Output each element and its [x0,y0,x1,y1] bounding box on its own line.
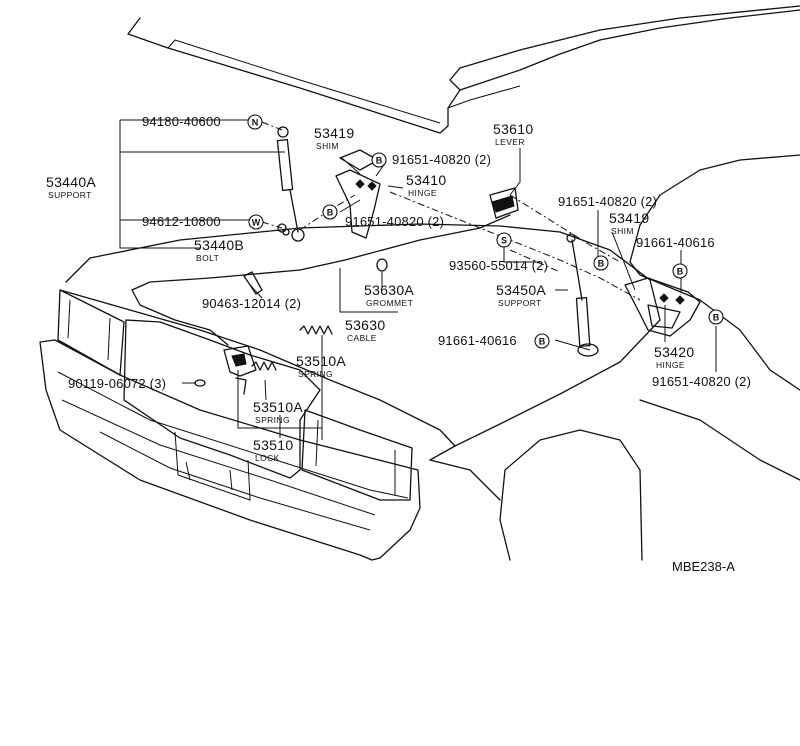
leader-cable [339,268,398,313]
release-lever [489,187,519,219]
hood-panel-inner-edge [167,39,441,124]
grille-outline [123,319,321,479]
label-53440B: 53440B [194,237,245,253]
label-94612-10800: 94612-10800 [142,214,221,229]
leader-lock [264,379,281,438]
svg-text:B: B [677,267,684,277]
label-53510A-upper-spring: SPRING [298,369,333,379]
label-53510A-lower: 53510A [253,399,304,415]
left-headlight [57,289,125,376]
leader-53440A-group [119,152,250,249]
symbol-b-bolt-4: B [672,263,688,279]
svg-text:B: B [376,156,383,166]
label-53440B-bolt: BOLT [196,253,220,263]
right-headlight [301,409,413,501]
release-cable [131,214,511,346]
symbol-b-bolt-1: B [371,152,387,168]
bumper-line-3 [99,431,371,531]
spring-lower [251,361,277,371]
license-plate-area [174,431,251,501]
leader-93560-dash [509,249,561,273]
label-91651-40820-b: 91651-40820 (2) [345,214,445,229]
label-53610: 53610 [493,121,534,137]
label-53410: 53410 [406,172,447,188]
label-53630-cable: CABLE [347,333,377,343]
wheel-arch [499,429,643,561]
label-53630A-grommet: GROMMET [366,298,414,308]
symbol-n-washer: N [247,114,263,130]
label-53450A: 53450A [496,282,547,298]
symbol-s-screw: S [496,232,512,248]
svg-text:B: B [539,337,546,347]
spring-upper [299,325,333,335]
hood-front-lip [59,257,456,447]
label-53419-right-shim: SHIM [611,226,634,236]
svg-text:B: B [598,259,605,269]
label-53419-left-shim: SHIM [316,141,339,151]
label-53420-hinge: HINGE [656,360,685,370]
label-53630: 53630 [345,317,386,333]
label-53410-hinge: HINGE [408,188,437,198]
svg-text:W: W [252,218,261,228]
label-94180-40600: 94180-40600 [142,114,221,129]
hood-lock [223,345,257,395]
support-strut-right [566,233,599,357]
label-53510A-lower-spring: SPRING [255,415,290,425]
svg-text:N: N [252,118,259,128]
label-53419-left: 53419 [314,125,355,141]
label-53510: 53510 [253,437,294,453]
svg-text:B: B [327,208,334,218]
hinge-right [624,277,701,337]
left-headlight-inner [67,299,111,361]
leader-lever [509,148,521,196]
label-53440A: 53440A [46,174,97,190]
label-53610-lever: LEVER [495,137,525,147]
label-91651-40820-d: 91651-40820 (2) [652,374,752,389]
hood-crease [447,85,521,109]
hood-panel-outline [127,9,800,134]
label-93560-55014: 93560-55014 (2) [449,258,549,273]
label-90119-06072: 90119-06072 (3) [68,376,167,391]
label-91661-40616-a: 91661-40616 [636,235,715,250]
right-headlight-inner [315,419,396,495]
label-91661-40616-b: 91661-40616 [438,333,517,348]
fender-outline [629,154,800,391]
label-90463-12014: 90463-12014 (2) [202,296,302,311]
label-53419-right: 53419 [609,210,650,226]
bumper-line-2 [61,399,376,516]
support-strut-left [276,126,305,242]
label-53450A-support: SUPPORT [498,298,542,308]
bumper-line-1 [57,371,409,499]
svg-text:S: S [501,236,507,246]
label-53630A: 53630A [364,282,415,298]
front-bumper [39,339,421,561]
diagram-code: MBE238-A [672,559,735,574]
label-53440A-support: SUPPORT [48,190,92,200]
leader-91661b [554,339,591,351]
lower-fender-line [429,399,800,501]
label-53510A-upper: 53510A [296,353,347,369]
label-53420: 53420 [654,344,695,360]
leader-shim-2 [611,231,636,291]
label-91651-40820-c: 91651-40820 (2) [558,194,658,209]
symbol-b-bolt-5: B [708,309,724,325]
label-91651-40820-a: 91651-40820 (2) [392,152,492,167]
leader-93560 [503,247,540,263]
symbol-w-washer: W [248,214,264,230]
plate-marks [185,461,233,491]
hood-rear-edge [449,5,800,91]
symbol-b-bolt-3: B [593,255,609,271]
leader-lever-line [509,194,621,263]
label-53510-lock: LOCK [255,453,280,463]
fasteners [194,223,388,387]
svg-text:B: B [713,313,720,323]
front-hood-surface [89,223,661,461]
leader-hinge-line [389,191,641,301]
symbol-b-bolt-2: B [322,204,338,220]
leader-hinge-1 [387,185,404,189]
symbol-b-bolt-6: B [534,333,550,349]
